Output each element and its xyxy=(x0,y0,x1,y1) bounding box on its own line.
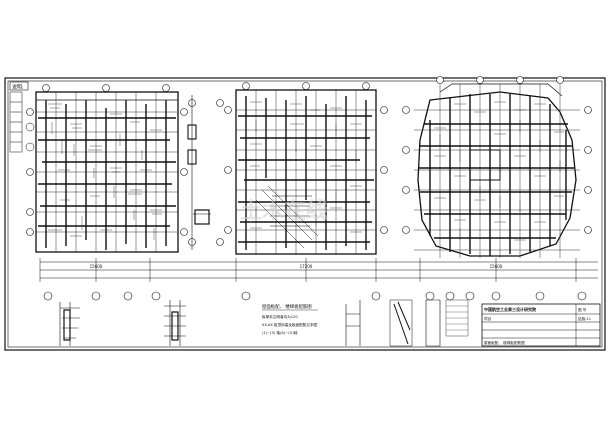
dim-overall-right: 15600 xyxy=(490,264,503,269)
plan-middle-stair xyxy=(255,185,319,249)
plan-right-beams xyxy=(418,94,574,256)
plan-left-grid xyxy=(36,92,178,252)
title-sheet-label: 图 号 xyxy=(578,307,587,312)
title-institute: 中国航空工业第三设计研究院 xyxy=(484,306,536,312)
axis-legend-column xyxy=(9,91,35,153)
plan-left-bubbles xyxy=(26,84,188,236)
plan-right-rebar xyxy=(434,101,564,241)
plan-middle-bubbles xyxy=(224,82,388,234)
notes-line-2: XX-XX 板顶标高及板面配筋见本图 xyxy=(262,322,317,327)
plan-middle-rebar xyxy=(250,101,362,233)
plan-right-bubbles xyxy=(402,76,592,234)
title-block xyxy=(481,303,601,347)
corner-tag: 说明: xyxy=(9,81,29,91)
dimension-bubbles xyxy=(43,291,587,301)
sheet-border xyxy=(4,77,606,351)
section-detail-1 xyxy=(59,302,80,346)
plan-middle-outline xyxy=(235,89,377,255)
notes-line-1: 板厚未注明者均为120 xyxy=(262,314,298,319)
dim-overall-middle: 17200 xyxy=(300,264,313,269)
title-drawing-name: 屋面板配、 楼梯板配筋图 xyxy=(484,340,525,345)
middle-details xyxy=(187,95,224,250)
section-detail-2 xyxy=(164,300,186,346)
watermark: 土木在线 xyxy=(240,198,328,224)
dimension-band xyxy=(39,258,598,282)
notes-heading: 屋面板配、 楼梯板配筋图 xyxy=(262,303,312,310)
stair-section-detail xyxy=(345,299,469,347)
plan-middle-beams xyxy=(238,96,374,250)
plan-left-rebar xyxy=(48,103,162,240)
title-project-label: 项目 xyxy=(484,316,491,321)
plan-left-beams xyxy=(38,100,176,250)
title-sheet-no: 结施-11 xyxy=(578,316,591,321)
corner-tag-text: 说明: xyxy=(12,84,24,91)
notes-line-3: (1)~(3) 轴(A)~(G)轴 xyxy=(262,330,298,335)
notes-block: 屋面板配、 楼梯板配筋图 板厚未注明者均为120 XX-XX 板顶标高及板面配筋… xyxy=(262,303,318,335)
dim-overall-left: 15600 xyxy=(90,264,103,269)
